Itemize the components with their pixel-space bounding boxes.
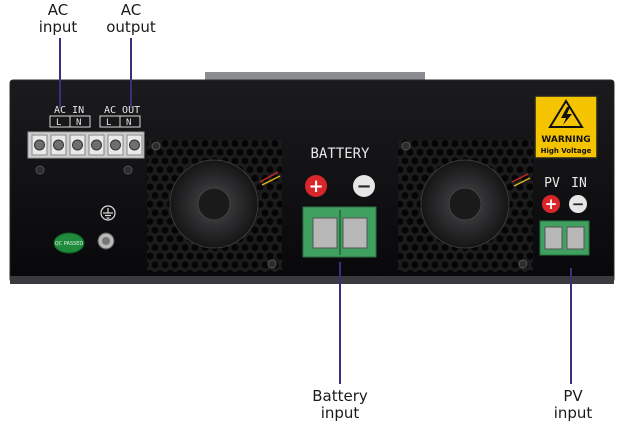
callout-ac-input: AC input [30, 2, 86, 36]
callout-ac-output-line1: AC [120, 1, 142, 19]
callout-ac-input-line1: AC [47, 1, 69, 19]
ac-out-label: AC OUT [104, 105, 140, 116]
battery-label: BATTERY [310, 146, 370, 162]
screw-icon [53, 139, 64, 151]
fan-hub [448, 187, 482, 221]
warning-title: WARNING [541, 135, 590, 145]
ac-out-terminal-l: L [106, 118, 111, 128]
screw-icon [34, 139, 45, 151]
pv-minus-symbol: − [572, 195, 585, 213]
battery-minus-symbol: − [356, 176, 371, 197]
pv-terminal-slot-pos [544, 226, 563, 250]
ac-in-terminal-l: L [56, 118, 61, 128]
callout-battery-input-line2: input [320, 404, 360, 422]
battery-terminal-slot-pos [312, 217, 338, 249]
screw-icon [91, 139, 102, 151]
ac-out-terminal-n: N [126, 118, 131, 128]
fan-wire-red [511, 173, 529, 183]
pv-label: PV [544, 176, 560, 191]
ac-in-label: AC IN [54, 105, 84, 116]
battery-terminal-slot-neg [342, 217, 368, 249]
callout-ac-output: AC output [98, 2, 164, 36]
chassis-top-rim [205, 72, 425, 82]
pv-in-label: IN [571, 176, 587, 191]
fan-wire-yellow [513, 177, 531, 187]
fan-wire-red [259, 171, 279, 183]
callout-battery-input-line1: Battery [312, 387, 368, 405]
callout-battery-input: Battery input [300, 388, 380, 422]
chassis-bottom-edge [10, 276, 614, 284]
screw-icon [72, 139, 83, 151]
screw-icon [401, 141, 411, 151]
screw-icon [267, 259, 277, 269]
fan-hub [197, 187, 231, 221]
ground-icon [100, 205, 116, 221]
pv-plus-icon [542, 195, 560, 213]
warning-subtitle: High Voltage [541, 147, 592, 155]
ac-terminal-screws [31, 134, 143, 156]
screw-icon [151, 141, 161, 151]
screw-icon [518, 259, 528, 269]
callout-ac-output-line2: output [106, 18, 156, 36]
battery-minus-icon [353, 175, 375, 197]
pv-minus-icon [569, 195, 587, 213]
ground-stud-core [102, 237, 110, 245]
battery-plus-symbol: + [308, 176, 323, 197]
fan-wire-yellow [261, 175, 281, 186]
callout-pv-input-line2: input [553, 404, 593, 422]
ac-in-terminal-n: N [76, 118, 81, 128]
screw-icon [123, 165, 133, 175]
pv-terminal-slot-neg [566, 226, 585, 250]
battery-plus-icon [305, 175, 327, 197]
qc-passed-sticker [53, 232, 85, 254]
callout-ac-input-line2: input [38, 18, 78, 36]
pv-plus-symbol: + [545, 195, 558, 213]
callout-pv-input: PV input [540, 388, 606, 422]
callout-pv-input-line1: PV [563, 387, 583, 405]
lightning-bolt [561, 107, 572, 125]
screw-icon [129, 139, 140, 151]
screw-icon [110, 139, 121, 151]
qc-passed-sticker-text: QC PASSED [55, 241, 84, 247]
screw-icon [35, 165, 45, 175]
